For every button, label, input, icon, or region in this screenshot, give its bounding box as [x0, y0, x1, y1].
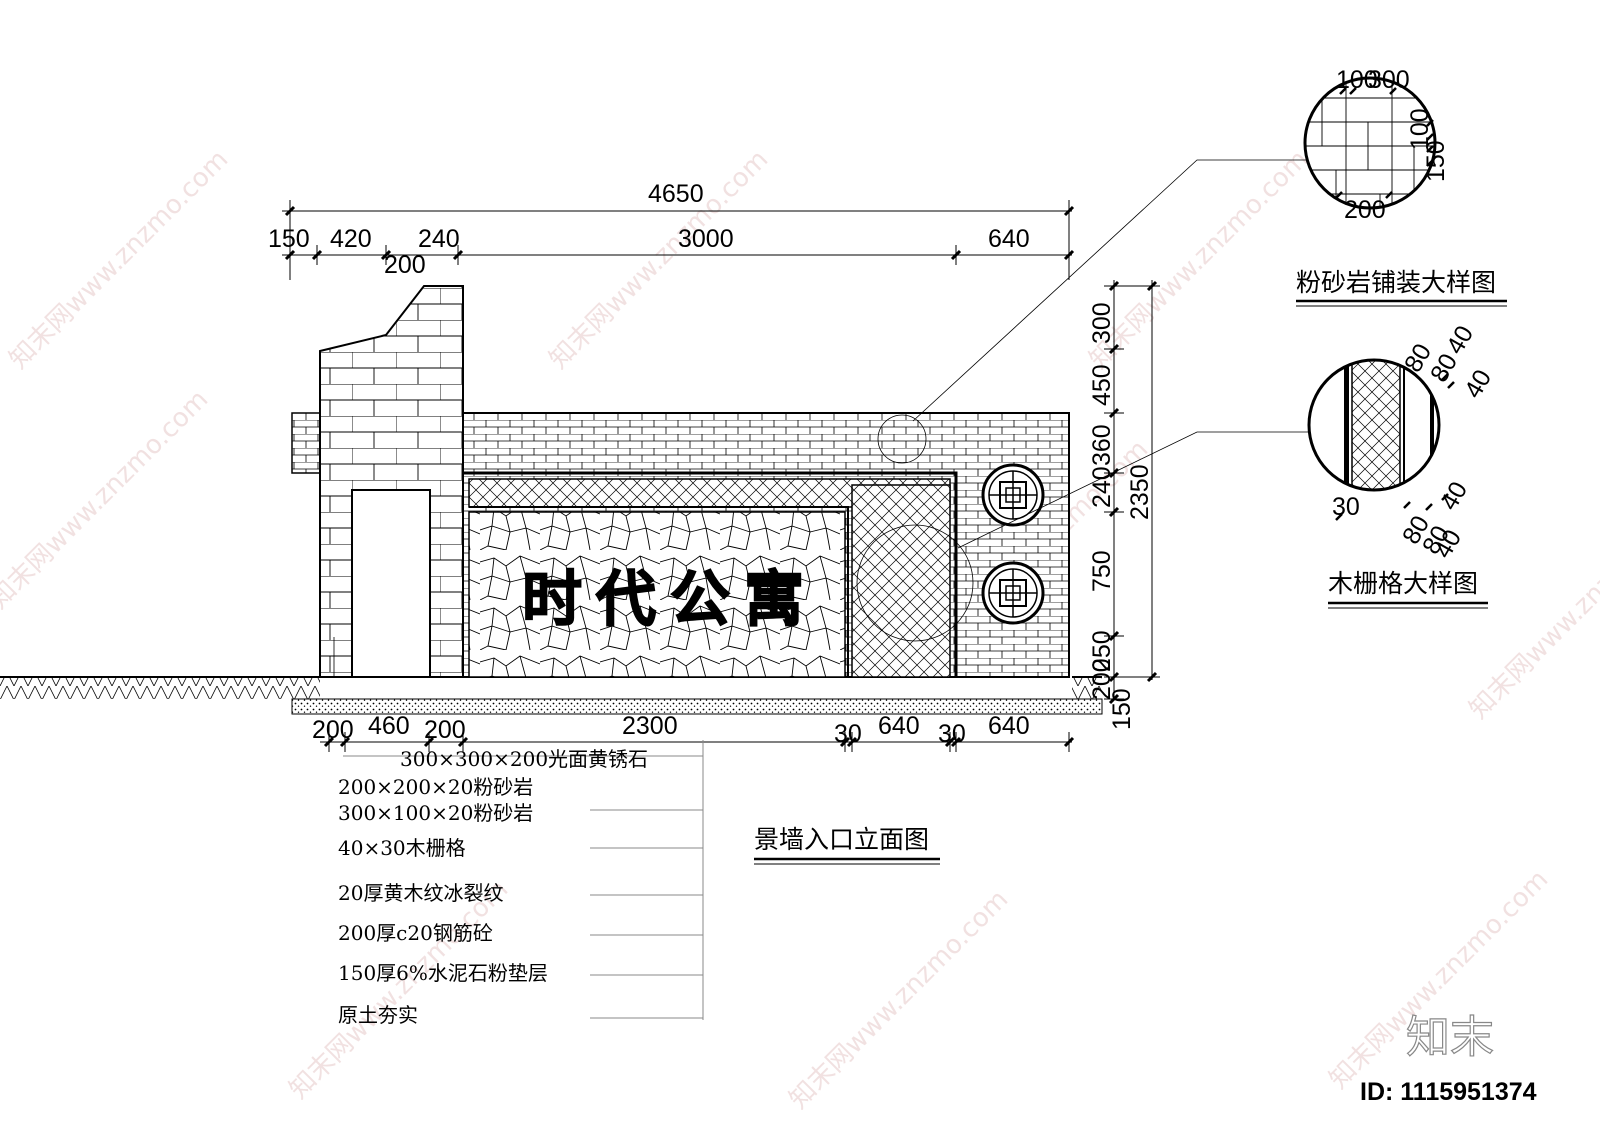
dim-750: 750 [1088, 550, 1116, 592]
top-dimensions [282, 200, 1075, 280]
sign-text: 时代公寓 [522, 565, 818, 635]
material-label: 200厚c20钢筋砼 [338, 921, 493, 945]
dim-360: 360 [1088, 424, 1116, 466]
sandstone-detail [1303, 76, 1437, 210]
dim-bottom-30a: 30 [834, 720, 862, 748]
dim-640: 640 [988, 225, 1030, 253]
main-title: 景墙入口立面图 [754, 825, 929, 854]
dim-240: 240 [418, 225, 460, 253]
dim-200: 200 [1088, 658, 1116, 700]
id-label: ID: 1115951374 [1360, 1078, 1537, 1106]
material-label: 150厚6%水泥石粉垫层 [338, 961, 548, 985]
dim-bottom-200b: 200 [424, 716, 466, 744]
dim-200: 200 [384, 251, 426, 279]
detail1-dim: 200 [1344, 196, 1386, 224]
detail2-dim: 40 [1459, 365, 1497, 403]
left-pillar [291, 285, 464, 678]
material-leaders [343, 740, 704, 1020]
dim-bottom-640b: 640 [988, 712, 1030, 740]
dim-3000: 3000 [678, 225, 734, 253]
ground [0, 676, 1103, 715]
dim-240: 240 [1088, 466, 1116, 508]
round-window-lower [981, 561, 1045, 625]
dim-total-height: 2350 [1126, 464, 1154, 520]
watermark: 知末网www.znzmo.com [284, 874, 515, 1105]
dim-bottom-30b: 30 [938, 720, 966, 748]
watermark: 知末网www.znzmo.com [544, 144, 775, 375]
dim-total-width: 4650 [648, 180, 704, 208]
dim-150: 150 [268, 225, 310, 253]
material-label: 200×200×20粉砂岩 [338, 775, 533, 799]
round-window-upper [981, 463, 1045, 527]
detail1-dim: 150 [1422, 140, 1450, 182]
detail2-title: 木栅格大样图 [1328, 569, 1478, 598]
dim-450: 450 [1088, 364, 1116, 406]
detail2-dim: 40 [1435, 477, 1473, 515]
material-label: 20厚黄木纹冰裂纹 [338, 881, 503, 905]
watermark: 知末网www.znzmo.com [1464, 494, 1600, 725]
dim-250: 250 [1088, 630, 1116, 672]
dim-bottom-640a: 640 [878, 712, 920, 740]
watermark: 知末网www.znzmo.com [1084, 144, 1315, 375]
material-label: 300×100×20粉砂岩 [338, 801, 533, 825]
main-wall [462, 412, 1070, 678]
detail2-dim: 40 [1441, 321, 1479, 359]
dim-150: 150 [1108, 688, 1136, 730]
material-label: 原土夯实 [338, 1003, 418, 1027]
wood-lattice-detail [1307, 358, 1455, 521]
detail2-dim-30: 30 [1332, 493, 1360, 521]
detail1-dim: 100 [1336, 66, 1378, 94]
detail1-dim: 100 [1406, 108, 1434, 150]
dim-420: 420 [330, 225, 372, 253]
detail-leaders [912, 159, 1333, 549]
logo: 知末 [1406, 1012, 1494, 1063]
dim-bottom-200a: 200 [312, 716, 354, 744]
watermark: 知末网www.znzmo.com [784, 884, 1015, 1115]
material-label: 40×30木栅格 [338, 836, 466, 860]
watermark: 知末网www.znzmo.com [4, 144, 235, 375]
material-label: 300×300×200光面黄锈石 [400, 747, 648, 771]
right-dimensions [1104, 280, 1160, 705]
dim-bottom-2300: 2300 [622, 712, 678, 740]
detail1-dim: 300 [1368, 66, 1410, 94]
bottom-dimensions [320, 722, 1075, 752]
dim-300: 300 [1088, 302, 1116, 344]
watermark: 知末网www.znzmo.com [0, 384, 214, 615]
detail1-title: 粉砂岩铺装大样图 [1296, 268, 1496, 297]
dim-bottom-460: 460 [368, 712, 410, 740]
